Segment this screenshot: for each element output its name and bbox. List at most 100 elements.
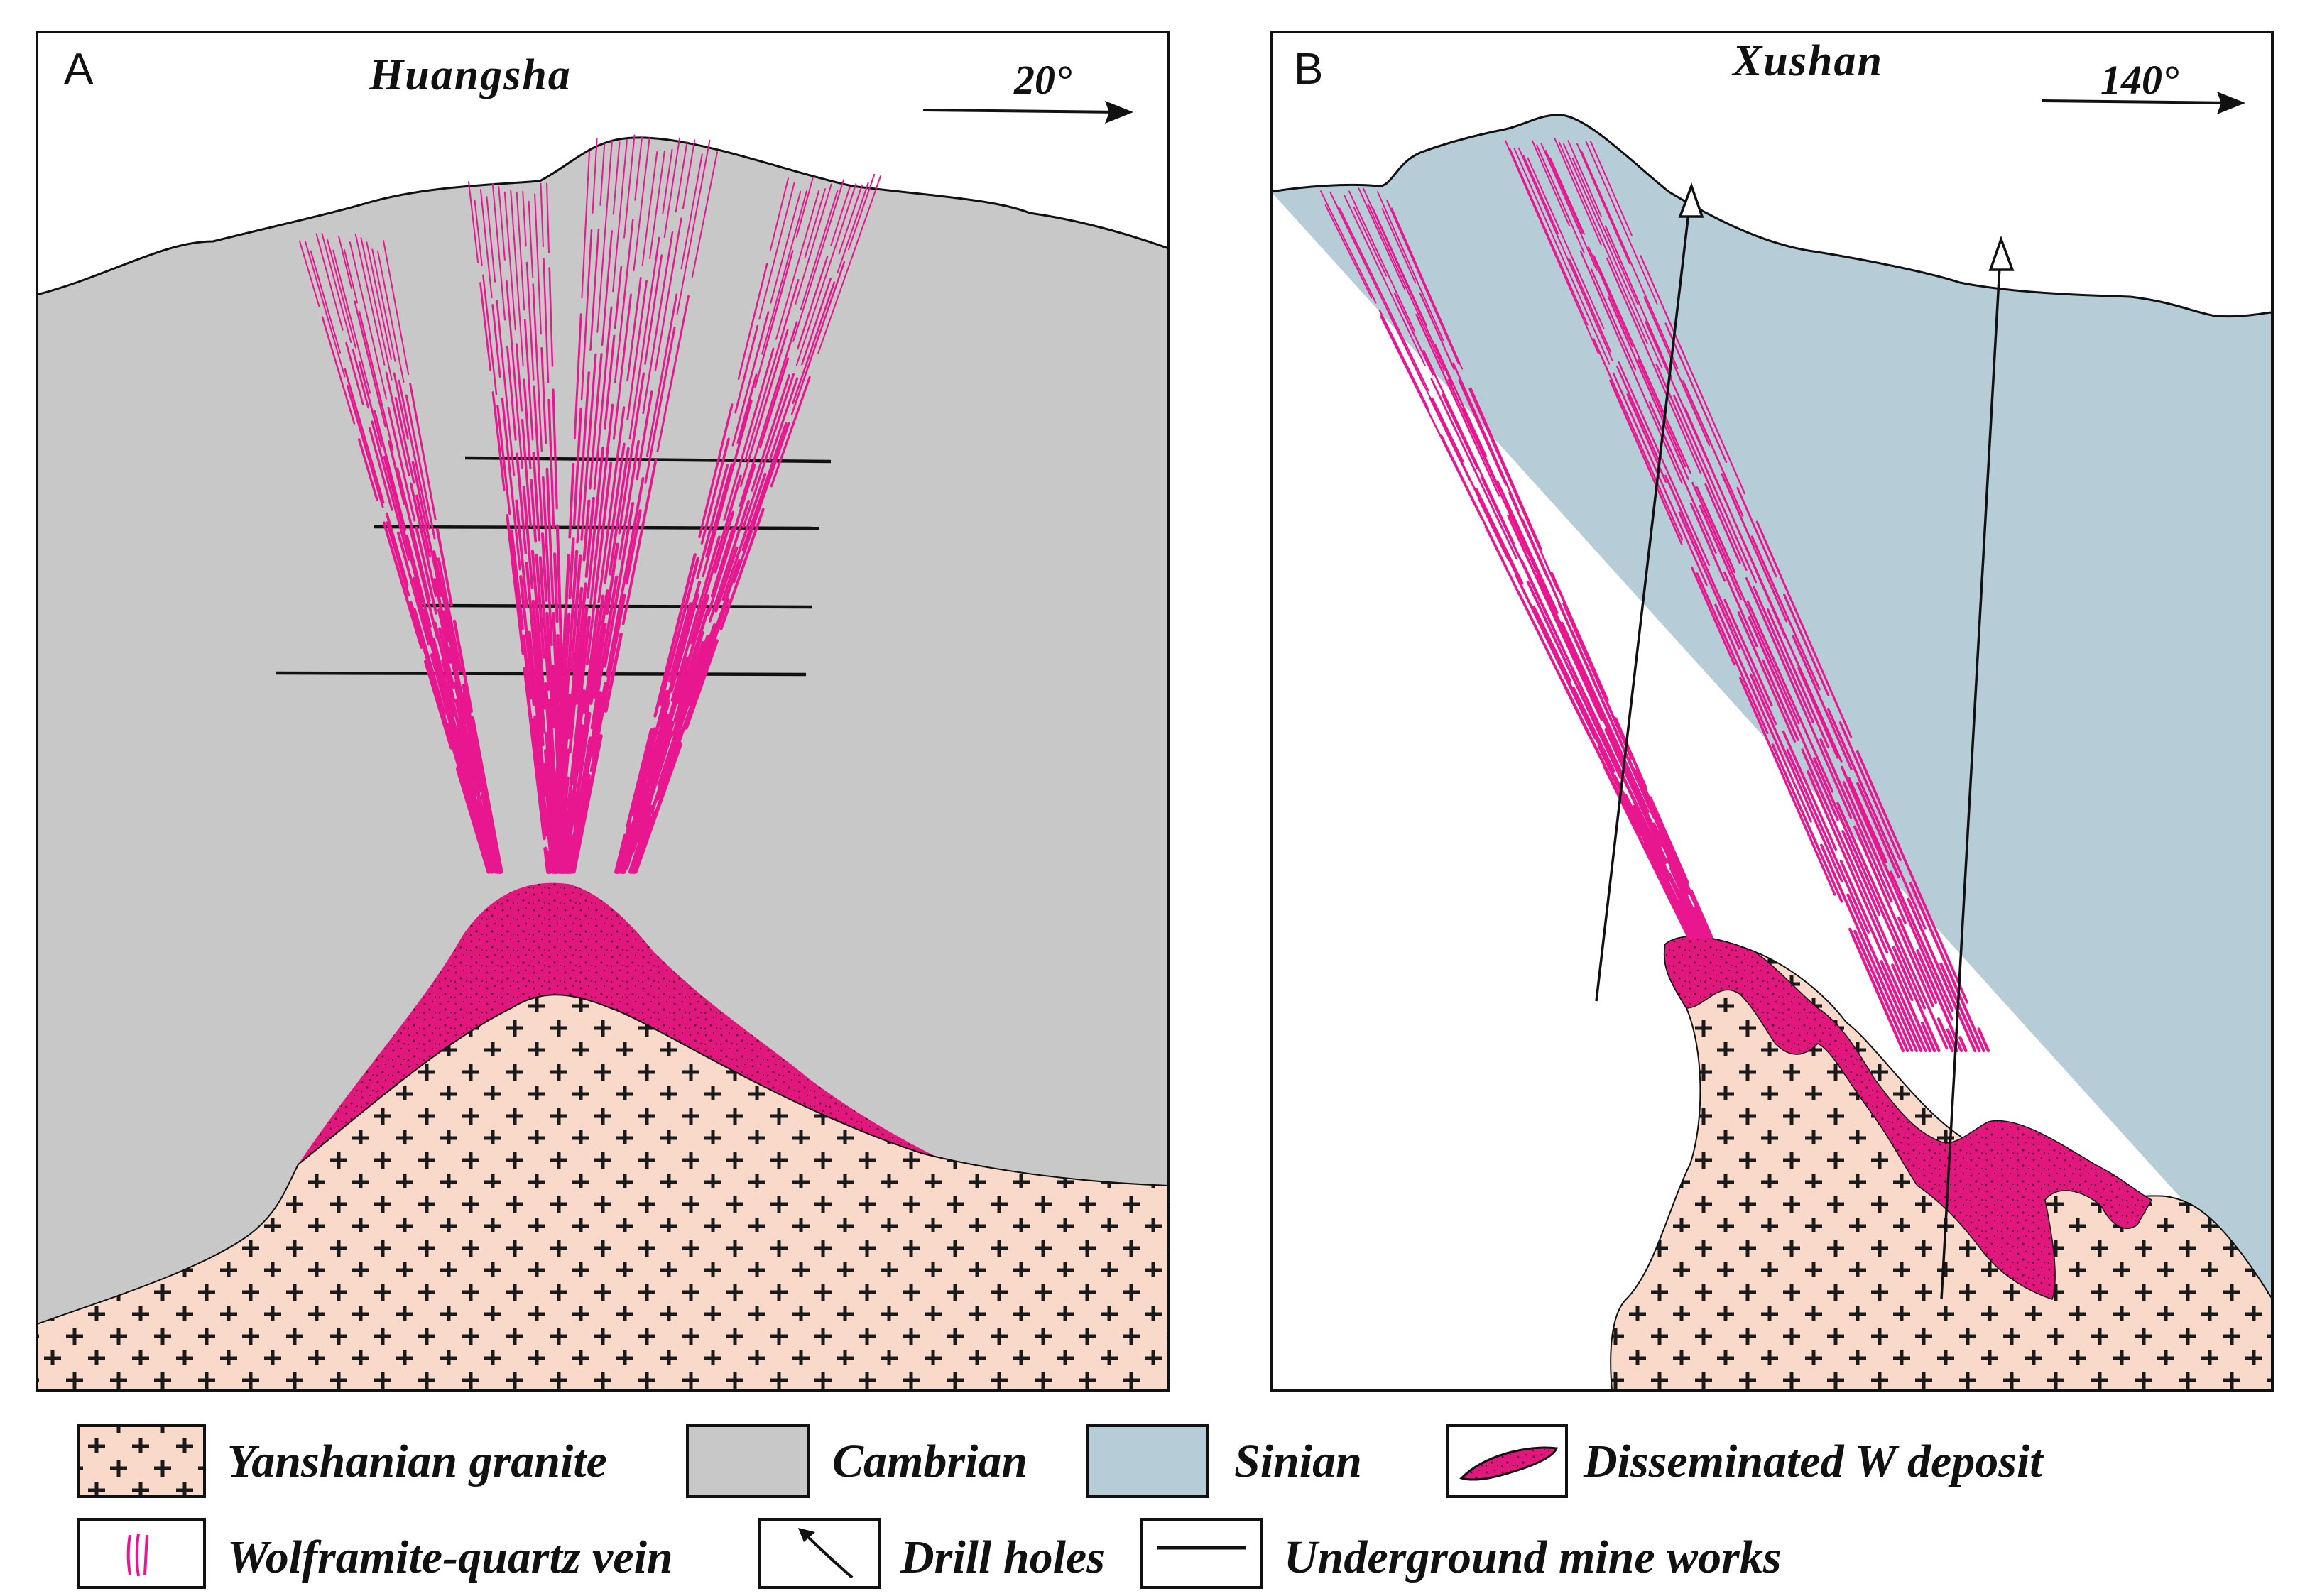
vein-segment bbox=[1696, 572, 1769, 735]
vein-segment bbox=[388, 440, 405, 505]
vein-segment bbox=[310, 250, 342, 354]
vein-segment bbox=[1841, 765, 1953, 1021]
vein-segment bbox=[618, 372, 645, 535]
panel-b-title: Xushan bbox=[1731, 37, 1883, 85]
vein-segment bbox=[696, 464, 729, 580]
panel-a-letter: A bbox=[64, 45, 94, 94]
vein-segment bbox=[671, 641, 705, 737]
vein-segment bbox=[510, 529, 524, 630]
vein-segment bbox=[1909, 882, 1985, 1052]
vein-segment bbox=[374, 410, 407, 531]
vein-segment bbox=[644, 657, 689, 800]
vein-segment bbox=[415, 526, 438, 615]
vein-segment bbox=[612, 293, 632, 440]
vein-segment bbox=[1609, 379, 1683, 545]
ore-lens-icon bbox=[1459, 1446, 1559, 1481]
vein-segment bbox=[743, 278, 800, 462]
legend-item-disseminated: Disseminated W deposit bbox=[1446, 1424, 2044, 1498]
vein-segment bbox=[1699, 505, 1743, 601]
vein-segment bbox=[433, 621, 456, 704]
vein-segment bbox=[1606, 257, 1702, 475]
vein-segment bbox=[1704, 483, 1741, 564]
vein-segment bbox=[1431, 397, 1464, 463]
vein-segment bbox=[1836, 802, 1949, 1049]
vein-segment bbox=[468, 181, 479, 263]
vein-segment bbox=[471, 716, 503, 874]
vein-swatch bbox=[77, 1518, 206, 1589]
vein-segment bbox=[633, 741, 683, 874]
vein-segment bbox=[528, 200, 534, 278]
vein-segment bbox=[673, 630, 704, 723]
vein-segment bbox=[582, 499, 591, 562]
vein-segment bbox=[304, 241, 346, 378]
vein-segment bbox=[1696, 486, 1736, 574]
vein-segment bbox=[474, 199, 483, 266]
vein-segment bbox=[533, 385, 543, 527]
vein-segment bbox=[605, 542, 619, 616]
vein-segment bbox=[521, 634, 533, 700]
vein-segment bbox=[576, 371, 590, 544]
vein-segment bbox=[532, 451, 540, 542]
vein-segment bbox=[1580, 669, 1664, 847]
panel-b-letter: B bbox=[1294, 45, 1323, 94]
vein-segment bbox=[589, 353, 603, 490]
vein-segment bbox=[1920, 1021, 1936, 1053]
vein-segment bbox=[358, 310, 394, 451]
vein-segment bbox=[1607, 295, 1689, 481]
vein-segment bbox=[656, 295, 690, 452]
wolframite-quartz-veins-a bbox=[299, 134, 881, 874]
vein-segment bbox=[1737, 611, 1797, 743]
panel-a-title: Huangsha bbox=[369, 51, 572, 99]
vein-segment bbox=[770, 190, 802, 304]
vein-segment bbox=[817, 175, 881, 354]
vein-segment bbox=[371, 248, 396, 362]
vein-segment bbox=[580, 229, 593, 401]
vein-segment bbox=[338, 236, 352, 289]
panel-b-frame bbox=[1270, 31, 2274, 1392]
vein-segment bbox=[1618, 361, 1711, 567]
vein-segment bbox=[533, 715, 548, 821]
vein-segment bbox=[597, 406, 626, 603]
vein-segment bbox=[430, 653, 469, 785]
vein-segment bbox=[575, 605, 589, 705]
vein-segment bbox=[1691, 566, 1735, 666]
vein-segment bbox=[589, 228, 600, 351]
vein-segment bbox=[1771, 743, 1843, 903]
sinian-swatch bbox=[1086, 1424, 1209, 1498]
granite-swatch bbox=[77, 1424, 206, 1498]
vein-segment bbox=[534, 193, 542, 335]
vein-segment bbox=[543, 258, 550, 383]
vein-segment bbox=[838, 184, 863, 255]
vein-segment bbox=[515, 343, 523, 412]
vein-segment bbox=[609, 447, 630, 576]
vein-segment bbox=[691, 151, 718, 278]
vein-segment bbox=[630, 727, 656, 816]
vein-segment bbox=[1745, 576, 1852, 819]
vein-segment bbox=[645, 293, 678, 457]
vein-segment bbox=[605, 477, 645, 678]
vein-segment bbox=[531, 599, 546, 734]
vein-segment bbox=[1447, 378, 1529, 553]
vein-segment bbox=[612, 141, 621, 215]
vein-segment bbox=[1348, 190, 1415, 332]
vein-segment bbox=[653, 553, 697, 718]
vein-segment bbox=[795, 183, 857, 366]
vein-segment bbox=[1593, 338, 1684, 540]
vein-segment bbox=[758, 181, 795, 320]
vein-segment bbox=[1738, 532, 1843, 763]
vein-segment bbox=[645, 699, 670, 778]
vein-segment bbox=[659, 580, 702, 726]
vein-segment bbox=[589, 589, 609, 705]
vein-segment bbox=[1848, 927, 1905, 1053]
vein-segment bbox=[1749, 673, 1843, 883]
vein-segment bbox=[775, 190, 820, 340]
vein-segment bbox=[579, 691, 603, 805]
vein-segment bbox=[1907, 897, 1977, 1052]
vein-segment bbox=[354, 300, 386, 428]
vein-segment bbox=[543, 748, 554, 825]
vein-segment bbox=[343, 248, 358, 304]
vein-segment bbox=[571, 689, 586, 786]
vein-segment bbox=[1801, 748, 1914, 1002]
vein-segment bbox=[432, 638, 455, 718]
vein-segment bbox=[479, 282, 491, 371]
